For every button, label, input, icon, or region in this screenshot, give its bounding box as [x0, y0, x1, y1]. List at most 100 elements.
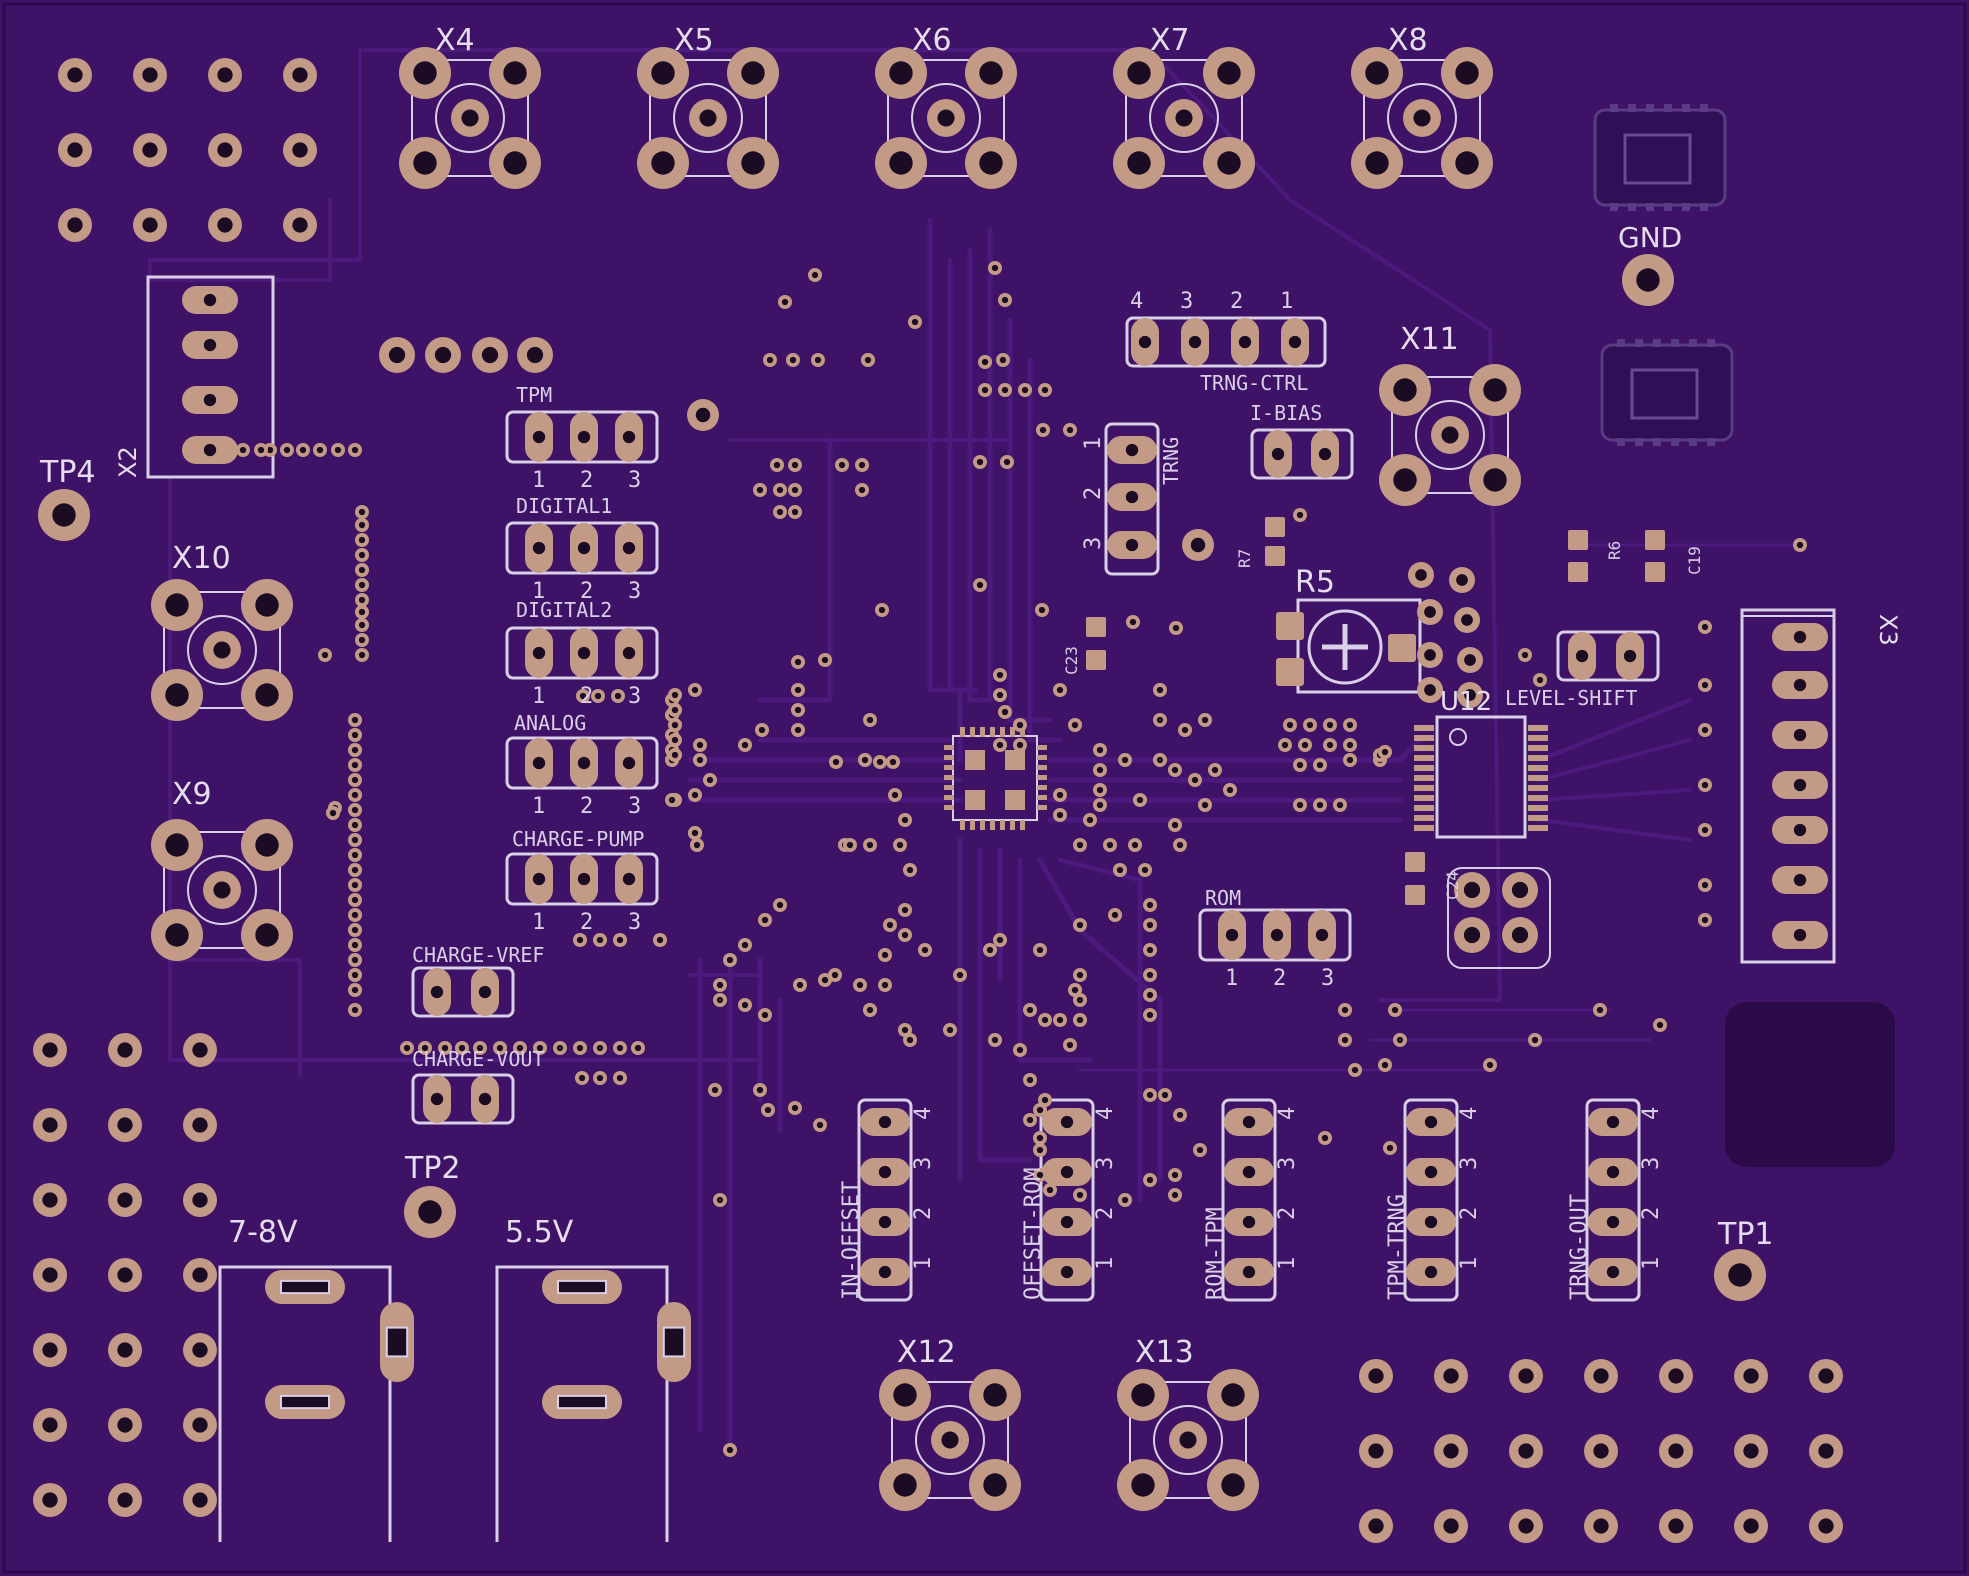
via-hole	[1146, 921, 1154, 929]
x11-ring	[1415, 400, 1485, 470]
pad-hole	[117, 1492, 133, 1508]
pad-hole	[213, 641, 231, 659]
via-hole	[838, 461, 846, 469]
via-hole	[891, 791, 899, 799]
via-hole	[1041, 1016, 1049, 1024]
via-hole	[896, 841, 904, 849]
u12-pin-left	[1414, 765, 1434, 771]
via-hole	[1156, 686, 1164, 694]
via-hole	[791, 486, 799, 494]
u12-pin-left	[1414, 795, 1434, 801]
x6-outline	[887, 59, 1005, 177]
via-hole	[811, 271, 819, 279]
via-hole	[358, 608, 366, 616]
pad-hole	[413, 61, 437, 85]
via-hole	[358, 651, 366, 659]
qfn-center-pad	[965, 790, 985, 810]
vheader-2-pin-number: 3	[1275, 1157, 1300, 1170]
trng-ctrl-pin-number: 3	[1180, 289, 1193, 314]
via-hole	[821, 976, 829, 984]
via-hole	[1171, 1191, 1179, 1199]
via-hole	[1066, 1041, 1074, 1049]
chip-top-pin	[1610, 104, 1618, 112]
via-hole	[696, 741, 704, 749]
level-shift-outline	[1556, 630, 1660, 682]
rom-header-pin-number: 2	[1273, 966, 1286, 991]
qfn-pin	[990, 820, 995, 830]
tpm-header-pin-number: 2	[580, 468, 593, 493]
pad-hole	[1593, 1518, 1609, 1534]
slot-hole	[662, 1326, 686, 1358]
label-x11: X11	[1400, 322, 1459, 357]
via-hole	[351, 986, 359, 994]
via-hole	[1181, 726, 1189, 734]
label-in-offset: IN-OFFSET	[839, 1181, 864, 1300]
via-hole	[421, 1044, 429, 1052]
via-hole	[716, 996, 724, 1004]
qfn-pin	[1020, 820, 1025, 830]
via-hole	[776, 508, 784, 516]
via-hole	[1056, 1016, 1064, 1024]
qfn-pin	[944, 755, 954, 760]
via-hole	[614, 692, 622, 700]
via-hole	[1296, 801, 1304, 809]
pad-hole	[255, 593, 279, 617]
pad-hole	[213, 881, 231, 899]
u12-outline	[1435, 715, 1527, 839]
via-hole	[351, 926, 359, 934]
qfn-pin	[1010, 820, 1015, 830]
pad-hole	[192, 1417, 208, 1433]
via-hole	[1296, 761, 1304, 769]
pad-hole	[203, 293, 217, 307]
via-hole	[996, 671, 1004, 679]
via-hole	[1596, 1006, 1604, 1014]
pad-hole	[937, 109, 955, 127]
via-hole	[1381, 748, 1389, 756]
chip-mid-pin	[1689, 339, 1697, 347]
via-hole	[351, 446, 359, 454]
via-hole	[1016, 1046, 1024, 1054]
tpm-header-pin-number: 3	[628, 468, 641, 493]
analog-header-pin-number: 1	[532, 794, 545, 819]
label-tpm: TPM	[516, 383, 552, 407]
pad-hole	[878, 1115, 892, 1129]
via-hole	[1076, 971, 1084, 979]
via-hole	[671, 691, 679, 699]
via-hole	[1026, 1006, 1034, 1014]
x3-outline	[1740, 608, 1836, 964]
pad-hole	[983, 1383, 1007, 1407]
chip-mid-pin	[1653, 438, 1661, 446]
via-hole	[846, 841, 854, 849]
pad-hole	[1575, 649, 1589, 663]
digital2-header-pin-number: 1	[532, 684, 545, 709]
pad-hole	[1368, 1518, 1384, 1534]
via-hole	[1146, 1176, 1154, 1184]
pad-hole	[292, 217, 308, 233]
chip-top-pin	[1700, 104, 1708, 112]
via-hole	[1076, 841, 1084, 849]
via-hole	[1016, 741, 1024, 749]
via-hole	[1336, 801, 1344, 809]
u12-pin-right	[1528, 745, 1548, 751]
via-hole	[796, 981, 804, 989]
via-hole	[351, 716, 359, 724]
via-hole	[996, 691, 1004, 699]
pad-hole	[165, 683, 189, 707]
via-hole	[351, 866, 359, 874]
via-hole	[1176, 841, 1184, 849]
x7-ring	[1149, 83, 1219, 153]
via-hole	[1036, 1171, 1044, 1179]
via-hole	[1161, 1091, 1169, 1099]
r5-pad	[1388, 634, 1416, 662]
via-hole	[864, 356, 872, 364]
pad-hole	[413, 151, 437, 175]
via-hole	[1076, 1016, 1084, 1024]
u12-pin-left	[1414, 735, 1434, 741]
vheader-0-pin-number: 2	[911, 1207, 936, 1220]
via-hole	[1286, 721, 1294, 729]
via-hole	[671, 721, 679, 729]
x9-outline	[163, 831, 281, 949]
qfn-pin	[1000, 820, 1005, 830]
pad-hole	[1818, 1368, 1834, 1384]
pad-hole	[878, 1215, 892, 1229]
